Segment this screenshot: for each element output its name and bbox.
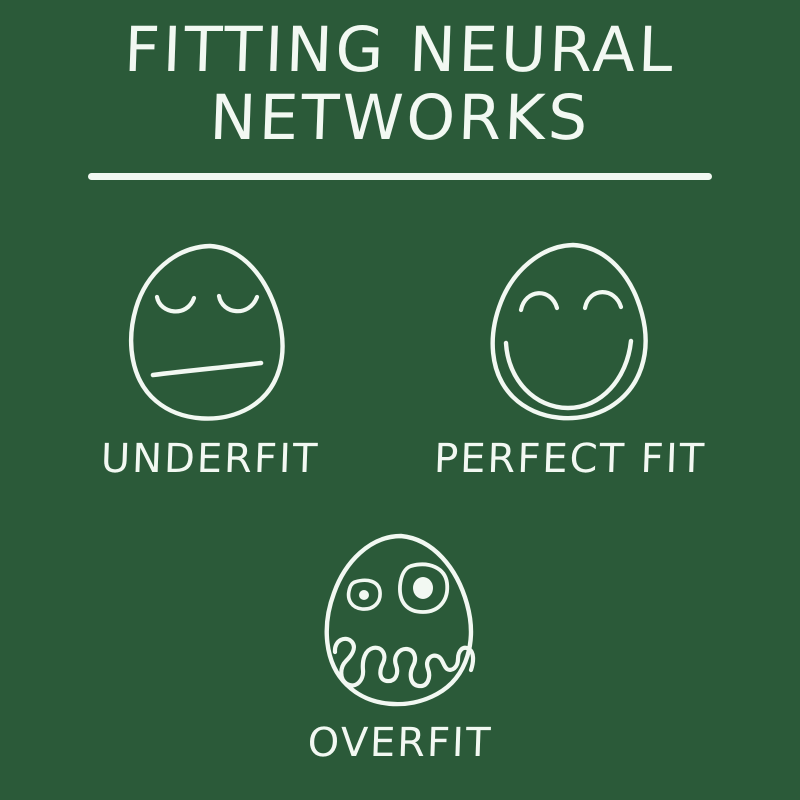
underfit-face-drawing	[129, 243, 285, 421]
perfectfit-label: PERFECT FIT	[433, 436, 707, 482]
perfectfit-face-drawing	[490, 242, 648, 421]
underfit-label: UNDERFIT	[100, 436, 320, 482]
overfit-right-eye-outline	[398, 562, 450, 614]
overfit-head-outline	[324, 533, 474, 707]
title-divider	[88, 173, 712, 180]
overfit-mouth	[332, 636, 476, 689]
overfit-right-eye-pupil	[413, 577, 433, 599]
perfectfit-head-outline	[490, 242, 648, 421]
underfit-mouth	[150, 360, 264, 378]
underfit-right-eye	[216, 293, 260, 314]
overfit-left-eye-outline	[346, 578, 382, 611]
panel-overfit: OVERFIT	[250, 530, 550, 766]
perfectfit-right-eye	[582, 290, 624, 311]
underfit-left-eye	[154, 294, 197, 314]
panel-underfit: UNDERFIT	[60, 238, 360, 482]
perfectfit-left-eye	[518, 291, 560, 313]
overfit-face-drawing	[324, 533, 476, 707]
title-block: FITTING NEURAL NETWORKS	[0, 13, 800, 154]
page-title-line-2: NETWORKS	[208, 81, 592, 154]
overfit-left-eye-pupil	[359, 590, 369, 600]
panel-perfectfit: PERFECT FIT	[400, 238, 740, 482]
page-title-line-1: FITTING NEURAL	[122, 13, 678, 86]
perfectfit-mouth	[503, 338, 634, 411]
overfit-label: OVERFIT	[306, 720, 494, 766]
underfit-head-outline	[129, 243, 285, 421]
